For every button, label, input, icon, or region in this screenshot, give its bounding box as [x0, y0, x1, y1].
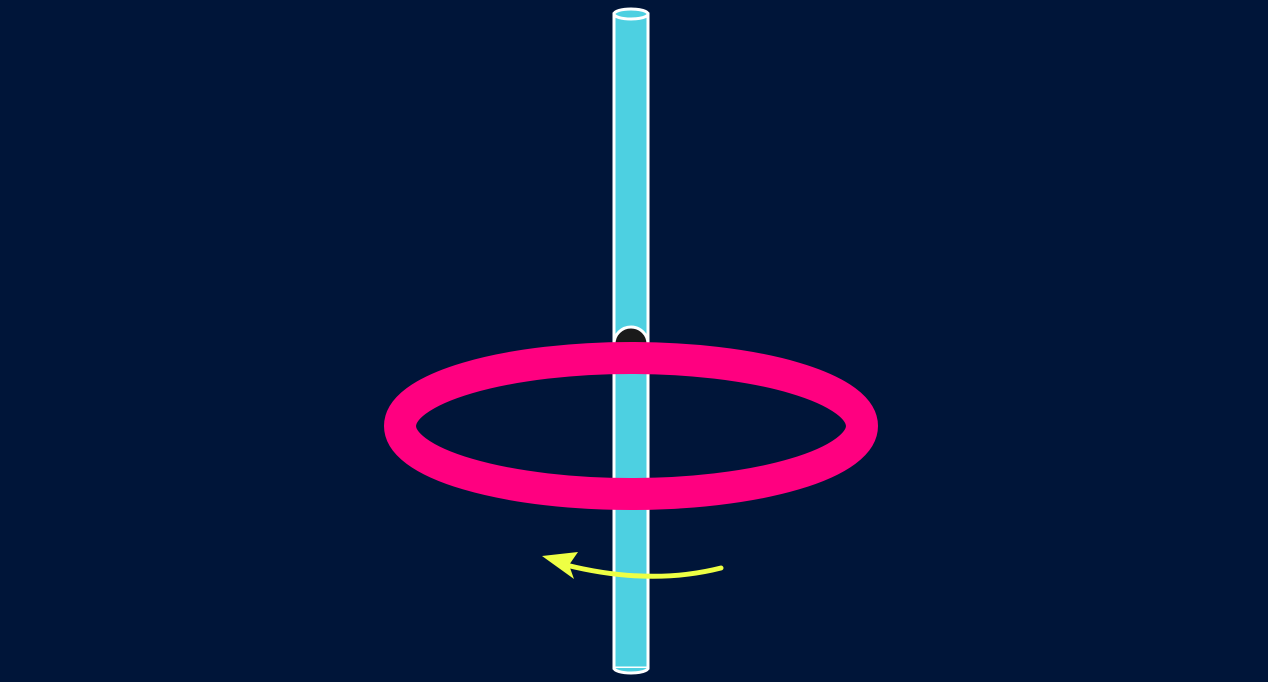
rod-lower-body — [612, 488, 650, 670]
arrow-shaft — [563, 562, 724, 579]
rod-bottom-cap — [612, 667, 650, 675]
rod-top-cap — [612, 7, 650, 21]
rod-upper-body — [612, 12, 650, 346]
ring — [384, 342, 878, 510]
arrow-head — [542, 552, 578, 579]
rod-middle-body — [612, 358, 650, 492]
rod — [612, 7, 650, 675]
rod-hole — [612, 325, 650, 346]
rotation-direction-arrow — [542, 552, 724, 579]
